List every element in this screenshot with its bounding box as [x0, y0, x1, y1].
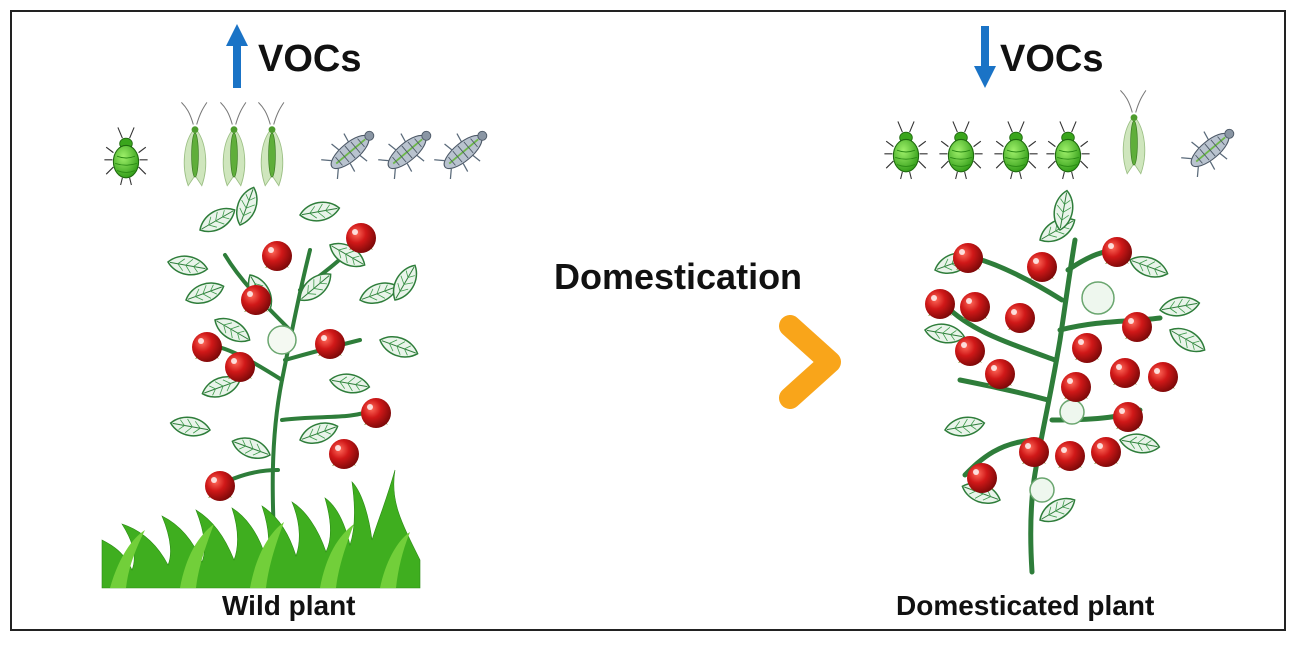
lacewing-icon: [257, 101, 285, 187]
weevil-icon: [373, 118, 443, 185]
domesticated-plant-illustration: [922, 188, 1210, 575]
voc-label-left: VOCs: [258, 38, 362, 80]
weevil-icon: [429, 118, 499, 185]
aphid-icon: [1045, 120, 1091, 180]
voc-label-right: VOCs: [1000, 38, 1104, 80]
right-insect-row: [883, 89, 1246, 183]
domestication-label: Domestication: [554, 256, 803, 297]
voc-increase-arrow-icon: [226, 24, 248, 88]
lacewing-icon: [219, 101, 247, 187]
aphid-icon: [938, 120, 984, 180]
domestication-arrow-icon: [549, 315, 841, 409]
aphid-icon: [103, 126, 149, 186]
domesticated-plant-caption: Domesticated plant: [896, 590, 1155, 621]
aphid-icon: [993, 120, 1039, 180]
aphid-icon: [883, 120, 929, 180]
lacewing-icon: [180, 101, 208, 187]
left-insect-row: [103, 101, 499, 187]
lacewing-icon: [1119, 89, 1147, 175]
wild-plant-illustration: [101, 183, 424, 589]
voc-decrease-arrow-icon: [974, 26, 996, 88]
wild-plant-caption: Wild plant: [222, 590, 356, 621]
weevil-icon: [316, 118, 386, 185]
weevil-icon: [1176, 116, 1246, 183]
